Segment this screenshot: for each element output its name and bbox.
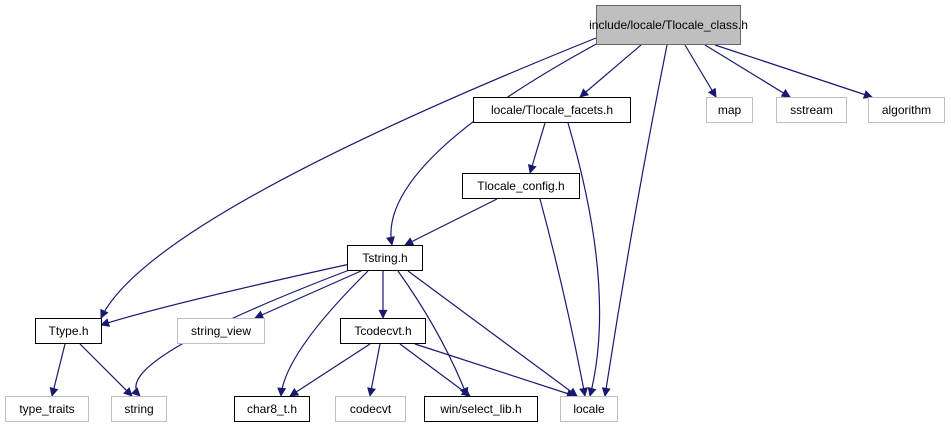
edge-tcodecvt-to-char8 — [289, 343, 371, 397]
edge-tstring-to-locale — [407, 270, 578, 397]
node-label: map — [717, 103, 742, 117]
edge-root-to-map — [684, 44, 717, 98]
edge-tstring-to-string_view — [254, 270, 362, 319]
node-type-traits: type_traits — [5, 396, 89, 422]
node-tlocale-facets-h[interactable]: locale/Tlocale_facets.h — [473, 97, 631, 123]
edge-tcodecvt-to-locale — [414, 343, 576, 398]
edge-facets-to-locale — [567, 122, 601, 397]
node-char8-t-h[interactable]: char8_t.h — [234, 396, 310, 422]
edge-root-to-sstream — [704, 44, 791, 98]
edge-root-to-locale — [601, 44, 668, 397]
node-label: string_view — [190, 324, 252, 338]
node-string-view: string_view — [177, 318, 265, 344]
node-map: map — [706, 97, 753, 123]
edge-ttype-to-string — [79, 343, 133, 397]
edge-tcodecvt-to-select_lib — [399, 343, 471, 397]
node-label: codecvt — [349, 402, 392, 416]
node-label-line: include/locale/Tlocale — [589, 18, 704, 32]
node-sstream: sstream — [776, 97, 847, 123]
node-label: locale/Tlocale_facets.h — [490, 103, 614, 117]
edge-tstring-to-ttype — [100, 263, 351, 327]
edge-root-to-ttype — [100, 37, 597, 319]
node-label: locale — [573, 402, 605, 416]
node-locale: locale — [560, 396, 618, 422]
node-string: string — [111, 396, 167, 422]
edge-tstring-to-char8 — [277, 270, 369, 397]
node-algorithm: algorithm — [868, 97, 945, 123]
node-codecvt: codecvt — [335, 396, 406, 422]
node-label: Tcodecvt.h — [354, 324, 412, 338]
node-label: algorithm — [881, 103, 932, 117]
edge-tstring-to-string — [131, 268, 353, 397]
node-label: Tlocale_config.h — [477, 179, 565, 193]
node-label: Ttype.h — [48, 324, 89, 338]
edge-config-to-tstring — [404, 198, 498, 246]
edge-tstring-to-select_lib — [397, 270, 469, 397]
edge-ttype-to-type_traits — [49, 343, 66, 397]
node-label: type_traits — [19, 402, 75, 416]
node-label: win/select_lib.h — [440, 402, 522, 416]
node-label-line: _class.h — [703, 18, 748, 32]
edge-root-to-facets — [579, 44, 642, 98]
node-label: Tstring.h — [362, 251, 408, 265]
node-label: char8_t.h — [246, 402, 298, 416]
node-tlocale-config-h[interactable]: Tlocale_config.h — [462, 173, 580, 199]
edge-config-to-locale — [539, 198, 588, 397]
edge-facets-to-config — [528, 122, 546, 174]
edge-root-to-algorithm — [714, 44, 873, 99]
node-tcodecvt-h[interactable]: Tcodecvt.h — [340, 318, 426, 344]
node-label: string — [124, 402, 154, 416]
node-tstring-h[interactable]: Tstring.h — [347, 245, 423, 271]
node-select-lib-h[interactable]: win/select_lib.h — [424, 396, 538, 422]
node-root-tlocale-class-h[interactable]: include/locale/Tlocale _class.h — [589, 5, 748, 45]
node-label: sstream — [790, 103, 833, 117]
edge-tcodecvt-to-codecvt — [367, 343, 381, 397]
node-ttype-h[interactable]: Ttype.h — [35, 318, 102, 344]
edge-root-to-tstring — [386, 41, 601, 246]
